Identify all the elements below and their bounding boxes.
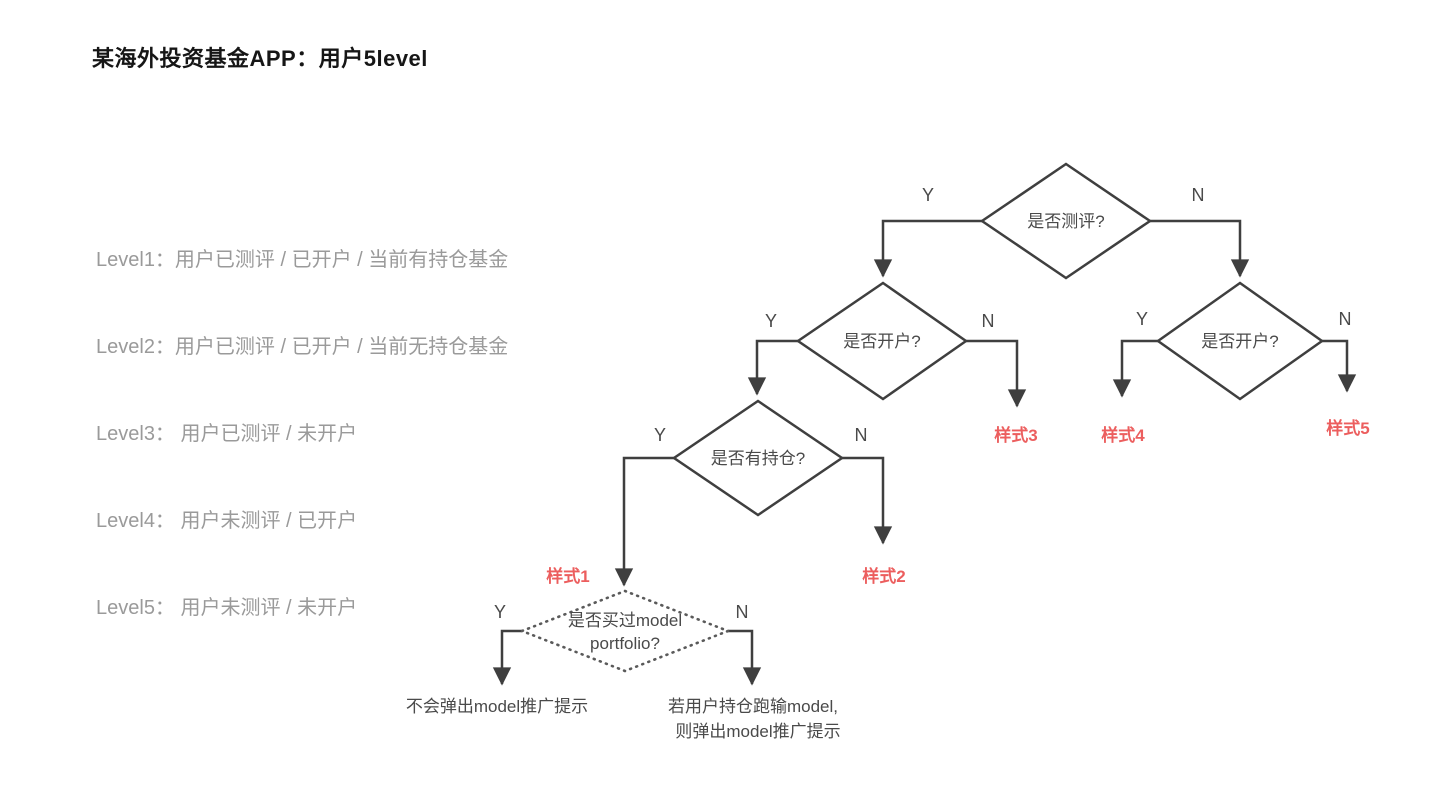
level-item-5: Level5： 用户未测评 / 未开户 [96, 597, 358, 619]
decision-account-left-shape [795, 281, 969, 401]
style5-label: 样式5 [1326, 418, 1369, 438]
edge-account-left-yes [747, 339, 798, 396]
decision-assess-shape [979, 162, 1153, 280]
decision-account-left-label: 是否开户? [843, 332, 920, 351]
level-item-4: Level4： 用户未测评 / 已开户 [96, 510, 358, 532]
branch-label-assess-yes: Y [922, 185, 934, 205]
branch-label-account-left-no: N [982, 311, 995, 331]
branch-label-holding-no: N [855, 425, 868, 445]
style2-label: 样式2 [862, 566, 905, 586]
branch-label-assess-no: N [1192, 185, 1205, 205]
decision-account-right-shape [1155, 281, 1325, 401]
edge-holding-no [842, 456, 893, 545]
style1-label: 样式1 [546, 566, 589, 586]
branch-label-account-right-yes: Y [1136, 309, 1148, 329]
edge-account-left-no [966, 339, 1027, 408]
level-legend: Level1：用户已测评 / 已开户 / 当前有持仓基金 Level2：用户已测… [96, 188, 508, 681]
decision-holding-label: 是否有持仓? [711, 449, 805, 468]
decision-account-right-label: 是否开户? [1201, 332, 1278, 351]
outcome-no-popup-text: 不会弹出model推广提示 [406, 697, 588, 716]
branch-label-model-no: N [736, 602, 749, 622]
edge-model-no [728, 629, 762, 686]
decision-assess-label: 是否测评? [1027, 212, 1104, 231]
decision-holding-shape [671, 399, 845, 517]
edge-holding-yes [614, 456, 674, 587]
outcome-popup-text-line2: 则弹出model推广提示 [675, 722, 840, 741]
decision-model-label-line1: 是否买过model [568, 611, 682, 630]
branch-label-account-left-yes: Y [765, 311, 777, 331]
decision-model-portfolio-shape [518, 589, 732, 673]
decision-model-label-line2: portfolio? [590, 634, 660, 653]
style4-label: 样式4 [1101, 425, 1145, 445]
level-item-2: Level2：用户已测评 / 已开户 / 当前无持仓基金 [96, 336, 509, 358]
edge-assess-no [1150, 219, 1250, 278]
level-item-1: Level1：用户已测评 / 已开户 / 当前有持仓基金 [96, 249, 509, 271]
edge-model-yes [492, 629, 522, 686]
branch-label-holding-yes: Y [654, 425, 666, 445]
style3-label: 样式3 [994, 425, 1037, 445]
level-item-3: Level3： 用户已测评 / 未开户 [96, 423, 358, 445]
edge-assess-yes [873, 219, 982, 278]
branch-label-model-yes: Y [494, 602, 506, 622]
edge-account-right-no [1322, 339, 1357, 393]
outcome-popup-text-line1: 若用户持仓跑输model, [668, 697, 838, 716]
edge-account-right-yes [1112, 339, 1158, 398]
page-title: 某海外投资基金APP：用户5level [92, 46, 428, 71]
branch-label-account-right-no: N [1339, 309, 1352, 329]
